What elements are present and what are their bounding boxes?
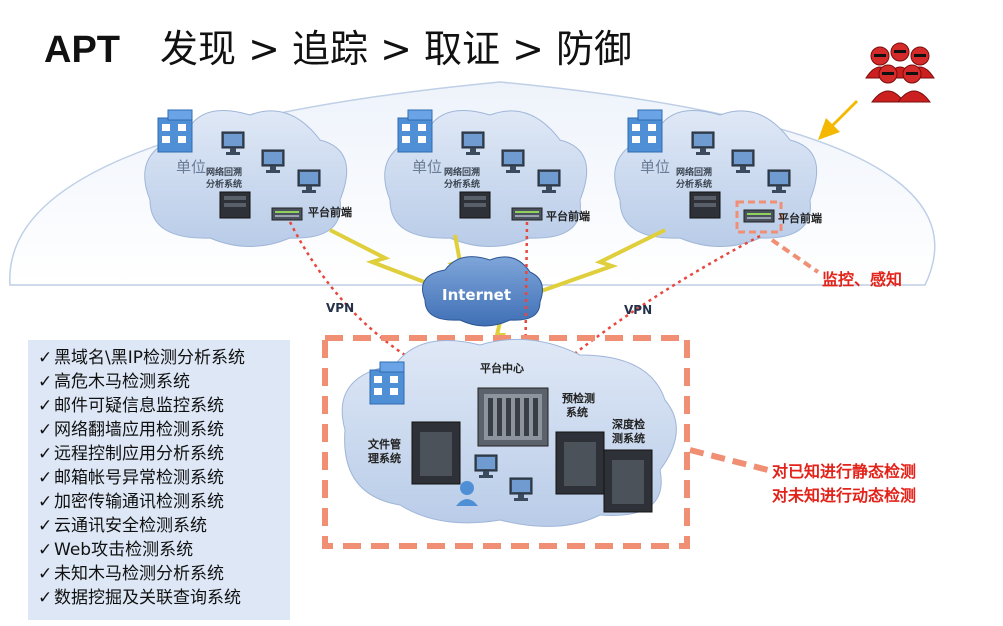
pre-detect-label-1: 预检测 xyxy=(562,391,595,405)
site-2-system-label-2: 分析系统 xyxy=(444,178,480,190)
file-mgmt-label-2: 理系统 xyxy=(368,451,401,465)
detect-leader-line xyxy=(689,447,769,473)
checkmark-icon: ✓ xyxy=(38,348,53,368)
site-3-frontend-label: 平台前端 xyxy=(778,211,822,225)
system-list-item: ✓未知木马检测分析系统 xyxy=(38,562,290,586)
site-1-unit-label: 单位 xyxy=(176,158,206,176)
system-list-item: ✓高危木马检测系统 xyxy=(38,370,290,394)
platform-center-box xyxy=(322,335,690,549)
checkmark-icon: ✓ xyxy=(38,540,53,560)
system-list-label: 数据挖掘及关联查询系统 xyxy=(54,588,241,608)
monitor-annotation: 监控、感知 xyxy=(822,270,903,289)
site-1-system-label-2: 分析系统 xyxy=(206,178,242,190)
site-2-frontend-label: 平台前端 xyxy=(546,209,590,223)
system-list-label: 高危木马检测系统 xyxy=(54,372,190,392)
system-list-item: ✓加密传输通讯检测系统 xyxy=(38,490,290,514)
attack-arrow-icon xyxy=(818,100,858,140)
pre-detect-label-2: 系统 xyxy=(566,405,588,419)
checkmark-icon: ✓ xyxy=(38,468,53,488)
vpn-right-label: VPN xyxy=(624,303,652,317)
site-1-frontend-label: 平台前端 xyxy=(308,205,352,219)
checkmark-icon: ✓ xyxy=(38,444,53,464)
site-2-system-label-1: 网络回溯 xyxy=(444,166,480,178)
system-list-label: Web攻击检测系统 xyxy=(54,540,194,560)
deep-detect-label-2: 测系统 xyxy=(612,431,645,445)
dynamic-detect-annotation: 对未知进行动态检测 xyxy=(772,486,917,505)
system-list-item: ✓Web攻击检测系统 xyxy=(38,538,290,562)
site-2-unit-label: 单位 xyxy=(412,158,442,176)
title-stages: 发现 > 追踪 > 取证 > 防御 xyxy=(160,27,632,71)
checkmark-icon: ✓ xyxy=(38,492,53,512)
deep-detect-label-1: 深度检 xyxy=(612,417,645,431)
site-3-unit-label: 单位 xyxy=(640,158,670,176)
system-list-item: ✓数据挖掘及关联查询系统 xyxy=(38,586,290,610)
platform-center-label: 平台中心 xyxy=(480,361,524,375)
system-list-label: 加密传输通讯检测系统 xyxy=(54,492,224,512)
system-list-label: 黑域名\黑IP检测分析系统 xyxy=(54,348,245,368)
internet-label: Internet xyxy=(442,286,511,304)
system-list-label: 远程控制应用分析系统 xyxy=(54,444,224,464)
system-list-label: 云通讯安全检测系统 xyxy=(54,516,207,536)
site-3-system-label-2: 分析系统 xyxy=(676,178,712,190)
system-list-item: ✓云通讯安全检测系统 xyxy=(38,514,290,538)
page-title: APT 发现 > 追踪 > 取证 > 防御 xyxy=(44,18,632,73)
systems-list: ✓黑域名\黑IP检测分析系统✓高危木马检测系统✓邮件可疑信息监控系统✓网络翻墙应… xyxy=(28,340,290,620)
checkmark-icon: ✓ xyxy=(38,516,53,536)
checkmark-icon: ✓ xyxy=(38,588,53,608)
system-list-label: 邮件可疑信息监控系统 xyxy=(54,396,224,416)
file-mgmt-label-1: 文件管 xyxy=(368,437,401,451)
checkmark-icon: ✓ xyxy=(38,564,53,584)
vpn-left-label: VPN xyxy=(326,301,354,315)
system-list-label: 网络翻墙应用检测系统 xyxy=(54,420,224,440)
site-3-system-label-1: 网络回溯 xyxy=(676,166,712,178)
checkmark-icon: ✓ xyxy=(38,372,53,392)
site-1-system-label-1: 网络回溯 xyxy=(206,166,242,178)
static-detect-annotation: 对已知进行静态检测 xyxy=(772,462,917,481)
checkmark-icon: ✓ xyxy=(38,396,53,416)
title-apt: APT xyxy=(44,29,120,71)
system-list-item: ✓网络翻墙应用检测系统 xyxy=(38,418,290,442)
system-list-label: 邮箱帐号异常检测系统 xyxy=(54,468,224,488)
internet-cloud xyxy=(422,256,543,327)
system-list-item: ✓黑域名\黑IP检测分析系统 xyxy=(38,346,290,370)
system-list-item: ✓远程控制应用分析系统 xyxy=(38,442,290,466)
system-list-item: ✓邮件可疑信息监控系统 xyxy=(38,394,290,418)
hackers-icon xyxy=(865,42,935,103)
system-list-item: ✓邮箱帐号异常检测系统 xyxy=(38,466,290,490)
platform-center-devices xyxy=(369,361,653,513)
checkmark-icon: ✓ xyxy=(38,420,53,440)
system-list-label: 未知木马检测分析系统 xyxy=(54,564,224,584)
monitor-highlight-box xyxy=(735,200,783,234)
monitor-leader-line xyxy=(770,238,820,274)
